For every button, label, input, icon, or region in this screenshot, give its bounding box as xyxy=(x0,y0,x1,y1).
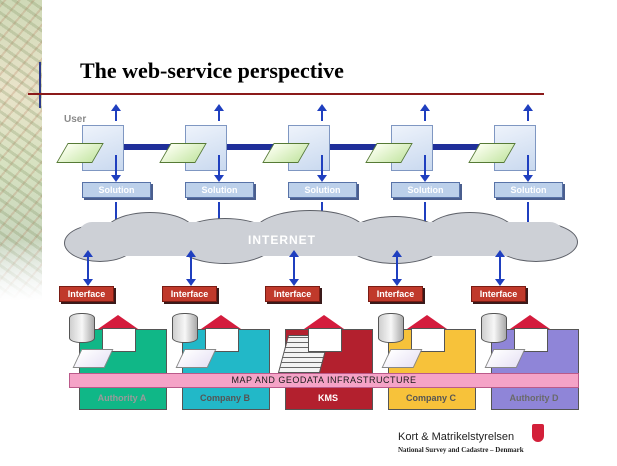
house-icon xyxy=(304,315,344,329)
authority-label: Company B xyxy=(199,393,250,403)
arrow-down-icon xyxy=(317,150,327,182)
arrow-bidirectional-icon xyxy=(186,250,196,286)
arrow-bidirectional-icon xyxy=(392,250,402,286)
interface-box: Interface xyxy=(368,286,423,302)
interface-box: Interface xyxy=(162,286,217,302)
solution-box: Solution xyxy=(185,182,254,198)
slide-title: The web-service perspective xyxy=(80,58,344,83)
authority-label: KMS xyxy=(318,393,338,403)
arrow-up-icon xyxy=(420,104,430,126)
authority-block xyxy=(69,313,167,410)
arrow-up-icon xyxy=(111,104,121,126)
kms-logo-text: Kort & Matrikelstyrelsen xyxy=(398,431,515,443)
user-workstation-icon xyxy=(56,125,124,171)
arrow-bidirectional-icon xyxy=(289,250,299,286)
arrow-up-icon xyxy=(317,104,327,126)
authority-block xyxy=(275,313,373,410)
arrow-up-icon xyxy=(523,104,533,126)
authority-label: Company C xyxy=(405,393,456,403)
solution-box: Solution xyxy=(288,182,357,198)
authority-label: Authority D xyxy=(509,393,559,403)
database-icon xyxy=(69,313,95,343)
arrow-down-icon xyxy=(420,150,430,182)
interface-box: Interface xyxy=(265,286,320,302)
house-icon xyxy=(201,315,241,329)
solution-box: Solution xyxy=(391,182,460,198)
internet-label: INTERNET xyxy=(248,233,316,247)
authority-block xyxy=(172,313,270,410)
house-icon xyxy=(407,315,447,329)
arrow-down-icon xyxy=(523,150,533,182)
database-icon xyxy=(481,313,507,343)
arrow-down-icon xyxy=(214,150,224,182)
authority-label: Authority A xyxy=(97,393,147,403)
user-workstation-icon xyxy=(262,125,330,171)
infrastructure-band: MAP AND GEODATA INFRASTRUCTURE xyxy=(69,373,579,388)
solution-box: Solution xyxy=(82,182,151,198)
solution-box: Solution xyxy=(494,182,563,198)
arrow-up-icon xyxy=(214,104,224,126)
arrow-bidirectional-icon xyxy=(495,250,505,286)
database-icon xyxy=(172,313,198,343)
user-label: User xyxy=(64,114,87,125)
arrow-down-icon xyxy=(111,150,121,182)
map-strip-decoration xyxy=(0,0,42,300)
database-icon xyxy=(378,313,404,343)
authority-block xyxy=(378,313,476,410)
interface-box: Interface xyxy=(471,286,526,302)
house-icon xyxy=(510,315,550,329)
user-workstation-icon xyxy=(159,125,227,171)
kms-tagline: National Survey and Cadastre – Denmark xyxy=(398,446,524,454)
kms-logo-icon xyxy=(532,424,544,442)
arrow-bidirectional-icon xyxy=(83,250,93,286)
authority-block xyxy=(481,313,579,410)
title-rule-horizontal xyxy=(28,93,544,95)
user-workstation-icon xyxy=(365,125,433,171)
user-workstation-icon xyxy=(468,125,536,171)
internet-cloud xyxy=(64,210,578,266)
house-icon xyxy=(98,315,138,329)
interface-box: Interface xyxy=(59,286,114,302)
title-rule-vertical xyxy=(39,62,41,108)
